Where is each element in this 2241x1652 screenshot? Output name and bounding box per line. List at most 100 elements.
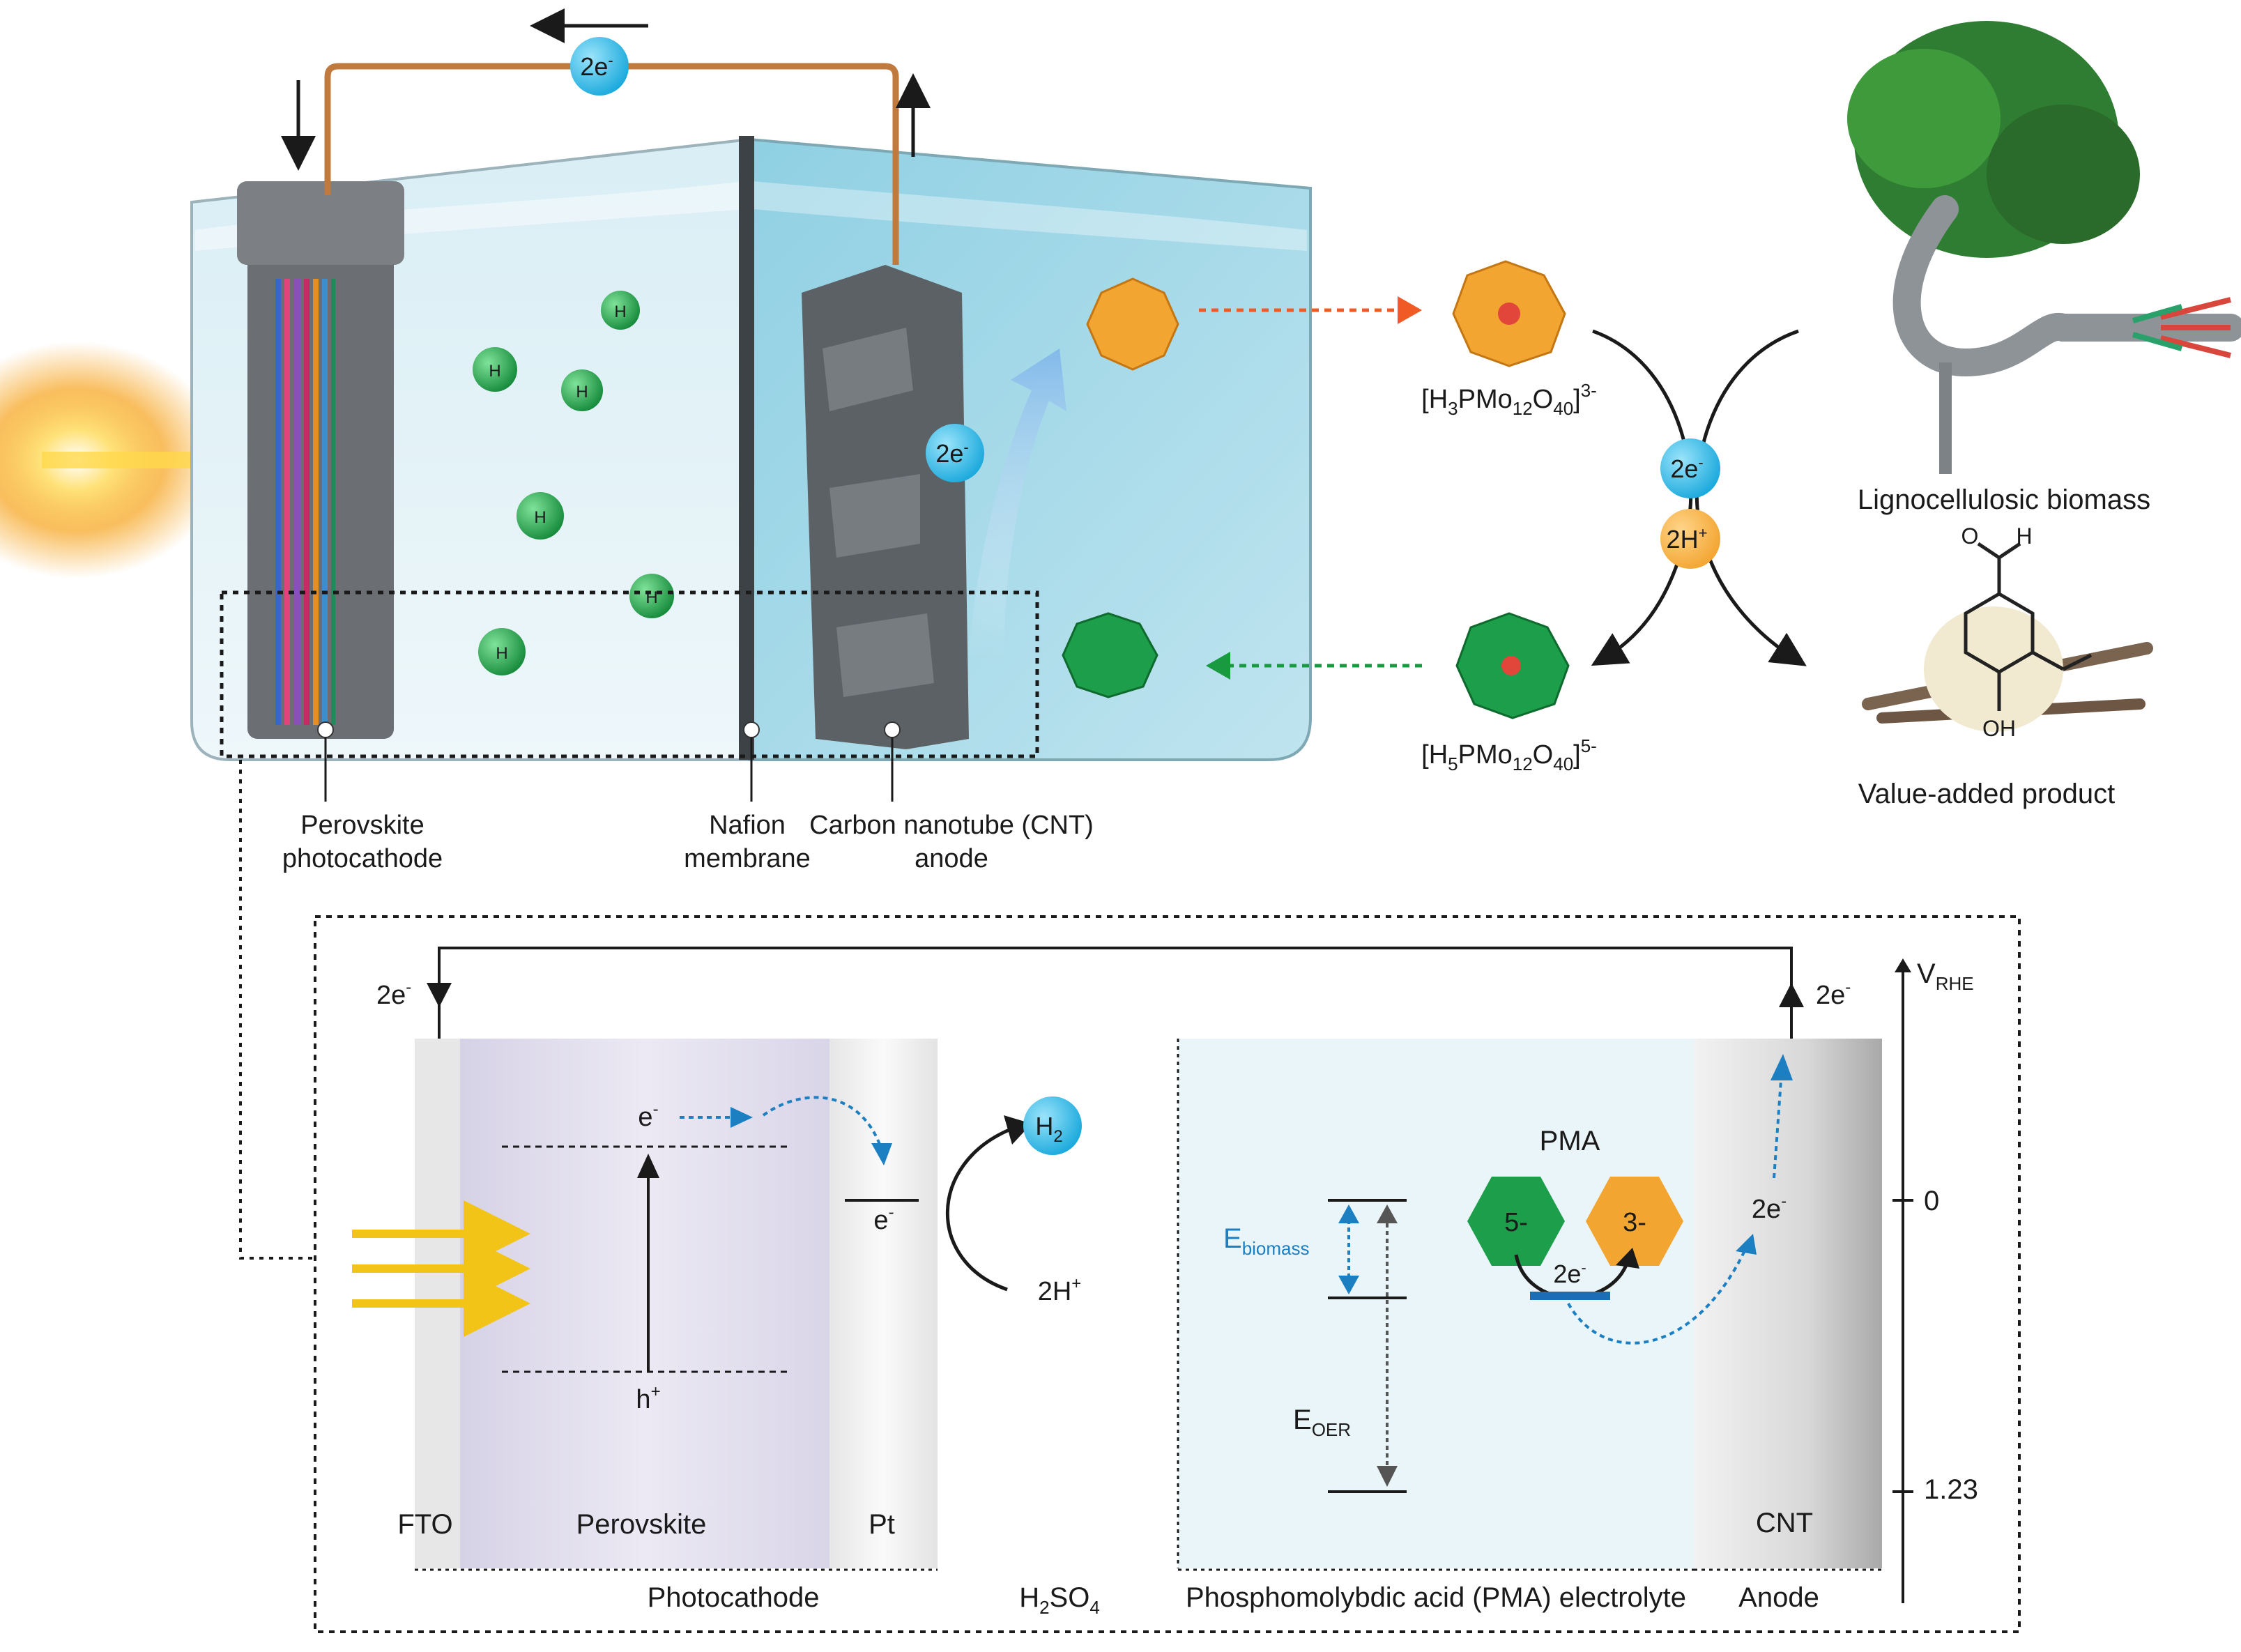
value-added-product-illustration bbox=[1862, 542, 2153, 732]
hole-label: h+ bbox=[636, 1382, 660, 1414]
cnt-anode bbox=[802, 265, 969, 749]
h2-bubble bbox=[473, 347, 517, 392]
h2-bubble bbox=[517, 492, 564, 540]
e-biomass-arrowhead-down bbox=[1338, 1276, 1359, 1294]
her-arrow bbox=[945, 1127, 1011, 1292]
pointer-dot-membrane bbox=[743, 721, 760, 738]
potential-axis-label: VRHE bbox=[1917, 958, 1974, 994]
pma-5-label: 5- bbox=[1504, 1208, 1528, 1237]
nafion-membrane bbox=[739, 136, 754, 760]
molecule-h-label: H bbox=[2016, 523, 2032, 549]
zoom-connector bbox=[239, 760, 315, 1260]
circuit-arrow-up bbox=[1779, 983, 1804, 1007]
oxidized-pma-formula: [H3PMo12O40]3- bbox=[1421, 380, 1597, 419]
electrolyte-label: Phosphomolybdic acid (PMA) electrolyte bbox=[1186, 1582, 1686, 1613]
circuit-electron-right: 2e- bbox=[1816, 978, 1851, 1010]
electron-anode-label: 2e- bbox=[935, 438, 968, 468]
red-arrowhead bbox=[1398, 296, 1422, 324]
pointer-dot-photocathode bbox=[317, 721, 334, 738]
electron-ball-circuit bbox=[570, 37, 629, 95]
anode-electron-flow-arrow bbox=[969, 349, 1066, 662]
cnt-electron-up-arrowhead bbox=[1770, 1054, 1793, 1080]
cnt-electron-label: 2e- bbox=[1752, 1192, 1787, 1224]
electron-transfer-arrowhead bbox=[731, 1107, 753, 1128]
molecule-o-label: O bbox=[1961, 523, 1979, 549]
e-oer-label: EOER bbox=[1293, 1405, 1351, 1440]
pma-redox-cycle: [H3PMo12O40]3- [H5PMo12O40]5- 2e- 2H+ Li… bbox=[1421, 21, 2241, 809]
circuit-electron-left: 2e- bbox=[376, 978, 411, 1010]
h2-bubble bbox=[561, 369, 603, 411]
electrochemical-cell: 2e- 2e- H H H H H H bbox=[0, 8, 1422, 873]
h2-product-label: H2 bbox=[1035, 1112, 1062, 1146]
anode-bottom-label: Anode bbox=[1738, 1582, 1819, 1613]
pt-label: Pt bbox=[869, 1509, 895, 1540]
electron-circuit-label: 2e- bbox=[580, 52, 613, 81]
molecule-oh-label: OH bbox=[1982, 716, 2016, 741]
electron-ball-anode bbox=[926, 424, 984, 482]
anode-label-2: anode bbox=[915, 844, 988, 873]
cnt-label: CNT bbox=[1756, 1508, 1813, 1538]
pma-transfer-arrowhead bbox=[1616, 1248, 1639, 1269]
h2-bubbles: H H H H H H bbox=[473, 291, 674, 675]
h2so4-label: H2SO4 bbox=[1019, 1582, 1100, 1618]
photocathode-label-1: Perovskite bbox=[300, 811, 424, 840]
cb-electron-label: e- bbox=[638, 1100, 658, 1132]
perovskite-photocathode bbox=[237, 181, 404, 739]
e-biomass-arrowhead-up bbox=[1338, 1204, 1359, 1223]
pma-3-label: 3- bbox=[1623, 1208, 1646, 1237]
cnt-layer bbox=[1694, 1039, 1882, 1568]
proton-badge bbox=[1660, 509, 1720, 569]
biomass-label: Lignocellulosic biomass bbox=[1858, 484, 2150, 515]
pt-layer bbox=[829, 1039, 938, 1568]
reduced-pma-formula: [H5PMo12O40]5- bbox=[1421, 735, 1597, 774]
pt-electron-label: e- bbox=[873, 1203, 894, 1235]
h2-bubble-label: H bbox=[489, 362, 500, 381]
reduced-pma-cluster-in-cell bbox=[1062, 612, 1158, 698]
h2-bubble bbox=[478, 628, 526, 675]
arc-biomass-oxidation bbox=[1695, 329, 1807, 666]
h2-product-circle bbox=[1023, 1096, 1082, 1155]
e-oer-arrowhead-down bbox=[1377, 1466, 1398, 1487]
electron-badge-label: 2e- bbox=[1670, 454, 1703, 483]
h2-bubble-label: H bbox=[534, 508, 546, 527]
reduced-pma-core bbox=[1501, 656, 1521, 675]
external-circuit-line bbox=[438, 947, 1793, 1039]
electron-badge bbox=[1660, 438, 1720, 498]
pointer-dot-anode bbox=[884, 721, 901, 738]
circuit-arrow-down bbox=[427, 983, 452, 1007]
energy-diagram-frame bbox=[314, 915, 2021, 1633]
pma-to-cnt-electron-path bbox=[1567, 1247, 1747, 1345]
oxidized-pma-cluster-in-cell bbox=[1086, 277, 1179, 371]
h2-bubble-label: H bbox=[496, 644, 507, 663]
tick-0-label: 0 bbox=[1924, 1186, 1939, 1216]
pma-5-hexagon bbox=[1467, 1177, 1565, 1266]
proton-badge-label: 2H+ bbox=[1667, 524, 1708, 553]
cnt-electron-up-path bbox=[1773, 1080, 1782, 1179]
e-biomass-label: Ebiomass bbox=[1223, 1223, 1310, 1259]
green-arrowhead bbox=[1206, 652, 1230, 680]
perovskite-label: Perovskite bbox=[576, 1509, 707, 1540]
electrolyte-region bbox=[1178, 1039, 1694, 1568]
potential-axis-arrowhead bbox=[1895, 958, 1911, 972]
photocathode-label-2: photocathode bbox=[282, 844, 443, 873]
e-oer-arrowhead-up bbox=[1377, 1204, 1398, 1223]
oxidized-pma-core bbox=[1498, 303, 1520, 325]
arc-pma-reduction bbox=[1591, 329, 1693, 666]
h2-bubble bbox=[629, 574, 674, 618]
h2-bubble-label: H bbox=[614, 303, 626, 321]
pma-transfer-label: 2e- bbox=[1553, 1259, 1586, 1288]
pma-redox-level bbox=[1530, 1292, 1610, 1300]
photocathode-bottom-label: Photocathode bbox=[648, 1582, 820, 1613]
fto-label: FTO bbox=[397, 1509, 452, 1540]
membrane-label-2: membrane bbox=[684, 844, 811, 873]
h2-bubble-label: H bbox=[576, 383, 588, 401]
pma-label: PMA bbox=[1540, 1126, 1600, 1156]
two-h-plus-label: 2H+ bbox=[1038, 1274, 1082, 1306]
electron-transfer-curve-head bbox=[871, 1143, 892, 1165]
energy-diagram: 2e- 2e- e- h+ e- H2 2H+ bbox=[314, 915, 2021, 1633]
membrane-label-1: Nafion bbox=[709, 811, 786, 840]
pma-to-cnt-arrowhead bbox=[1736, 1234, 1757, 1255]
zoom-region-box bbox=[220, 590, 1039, 758]
tick-123-label: 1.23 bbox=[1924, 1474, 1978, 1505]
